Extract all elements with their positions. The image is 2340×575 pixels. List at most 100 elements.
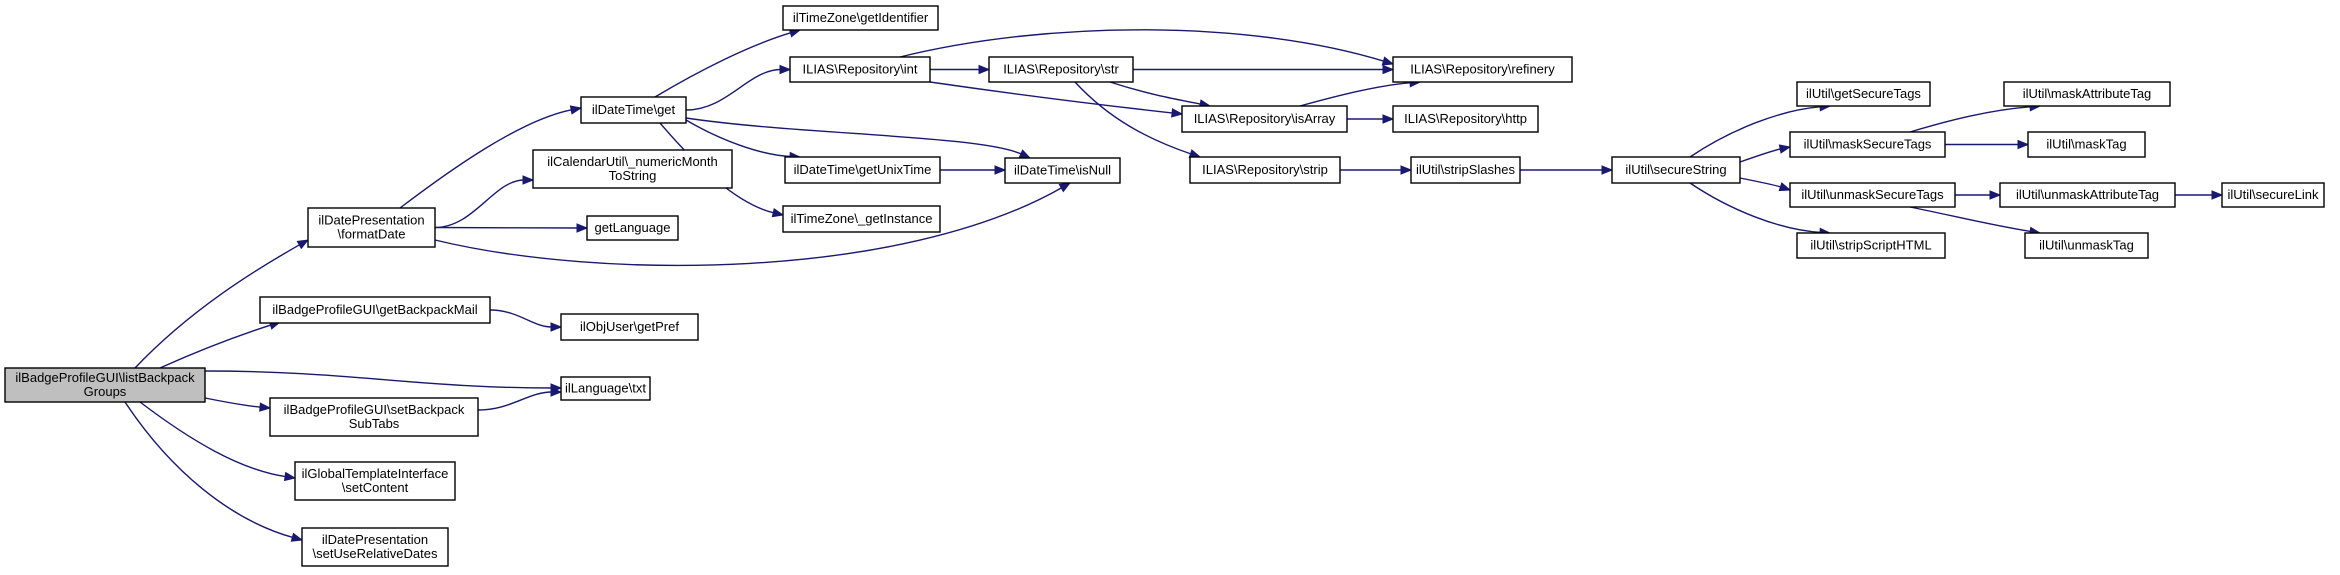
arrowhead-icon — [550, 387, 563, 397]
edge-line — [434, 186, 1063, 267]
arrowhead-icon — [1778, 182, 1792, 192]
edge-line — [1299, 81, 1412, 107]
node-stripSlashes[interactable]: ilUtil\stripSlashes — [1410, 156, 1521, 184]
arrowhead-icon — [259, 402, 272, 412]
arrowhead-icon — [1601, 165, 1614, 175]
node-dtGet[interactable]: ilDateTime\get — [580, 96, 687, 124]
node-label: ILIAS\Repository\refinery — [1410, 62, 1555, 77]
arrowhead-icon — [978, 64, 991, 75]
node-box — [1004, 157, 1121, 184]
node-label: ToString — [609, 168, 657, 183]
node-box — [294, 461, 456, 501]
node-box — [1999, 182, 2176, 208]
arrowhead-icon — [1171, 108, 1184, 118]
node-label: \setUseRelativeDates — [313, 546, 438, 561]
node-setUseRelativeDates[interactable]: ilDatePresentation\setUseRelativeDates — [301, 527, 449, 567]
node-box — [784, 156, 941, 184]
edge-line — [1074, 81, 1192, 155]
node-box — [2003, 81, 2171, 107]
node-box — [1181, 105, 1348, 133]
node-getUnixTime[interactable]: ilDateTime\getUnixTime — [784, 156, 941, 184]
node-box — [2024, 232, 2149, 259]
node-setContent[interactable]: ilGlobalTemplateInterface\setContent — [294, 461, 456, 501]
node-txt[interactable]: ilLanguage\txt — [560, 376, 651, 401]
node-box — [259, 296, 491, 324]
node-maskAttributeTag[interactable]: ilUtil\maskAttributeTag — [2003, 81, 2171, 107]
node-box — [782, 205, 941, 233]
node-label: ilUtil\maskAttributeTag — [2023, 86, 2152, 101]
node-isNull[interactable]: ilDateTime\isNull — [1004, 157, 1121, 184]
node-unmaskTag[interactable]: ilUtil\unmaskTag — [2024, 232, 2149, 259]
node-formatDate[interactable]: ilDatePresentation\formatDate — [307, 207, 436, 248]
edge-dtGet-to-isNull — [685, 117, 1032, 159]
node-box — [301, 527, 449, 567]
edge-line — [124, 401, 294, 539]
node-getPref[interactable]: ilObjUser\getPref — [560, 313, 699, 341]
edge-formatDate-to-getLanguage — [434, 223, 589, 233]
edge-line — [1689, 106, 1822, 158]
node-box — [532, 149, 733, 189]
arrowhead-icon — [1400, 165, 1413, 175]
node-repoStrip[interactable]: ILIAS\Repository\strip — [1189, 156, 1341, 184]
arrowhead-icon — [1989, 190, 2002, 200]
edge-line — [159, 324, 272, 369]
arrowhead-icon — [576, 223, 589, 233]
node-box — [1789, 131, 1946, 158]
node-repoStr[interactable]: ILIAS\Repository\str — [988, 56, 1134, 83]
node-repoIsArray[interactable]: ILIAS\Repository\isArray — [1181, 105, 1348, 133]
node-unmaskSecureTags[interactable]: ilUtil\unmaskSecureTags — [1789, 182, 1956, 208]
node-label: ilBadgeProfileGUI\listBackpack — [15, 370, 195, 385]
node-stripScriptHTML[interactable]: ilUtil\stripScriptHTML — [1796, 232, 1946, 259]
node-box — [789, 56, 931, 83]
arrowhead-icon — [569, 105, 583, 115]
arrowhead-icon — [522, 175, 535, 185]
edge-repoStrip-to-stripSlashes — [1340, 165, 1413, 175]
node-repoRefinery[interactable]: ILIAS\Repository\refinery — [1392, 56, 1573, 83]
node-label: ilUtil\maskSecureTags — [1804, 137, 1932, 152]
node-label: ILIAS\Repository\strip — [1202, 162, 1328, 177]
node-maskSecureTags[interactable]: ilUtil\maskSecureTags — [1789, 131, 1946, 158]
edge-secureString-to-unmaskSecureTags — [1739, 177, 1792, 192]
edge-line — [434, 179, 525, 229]
node-label: ilUtil\stripScriptHTML — [1810, 238, 1931, 253]
node-box — [560, 376, 651, 401]
edge-line — [1909, 106, 2032, 133]
edge-line — [1739, 148, 1782, 163]
edge-line — [139, 401, 287, 478]
node-box — [2221, 182, 2325, 208]
edge-line — [685, 68, 782, 111]
node-box — [1392, 105, 1539, 133]
edge-root-to-txt — [204, 370, 563, 393]
node-maskTag[interactable]: ilUtil\maskTag — [2027, 131, 2146, 158]
node-box — [1410, 156, 1521, 184]
arrowhead-icon — [1382, 64, 1395, 75]
edge-getBackpackMail-to-getPref — [489, 309, 563, 332]
node-box — [1392, 56, 1573, 83]
node-getBackpackMail[interactable]: ilBadgeProfileGUI\getBackpackMail — [259, 296, 491, 324]
arrowhead-icon — [1382, 114, 1395, 124]
node-repoHttp[interactable]: ILIAS\Repository\http — [1392, 105, 1539, 133]
edge-repoIsArray-to-repoHttp — [1346, 114, 1395, 124]
node-label: ilTimeZone\getIdentifier — [793, 10, 929, 25]
node-getLanguage[interactable]: getLanguage — [586, 215, 679, 241]
node-repoInt[interactable]: ILIAS\Repository\int — [789, 56, 931, 83]
edge-line — [685, 117, 1023, 155]
edge-repoStr-to-repoRefinery — [1133, 64, 1395, 75]
node-secureString[interactable]: ilUtil\secureString — [1611, 156, 1741, 184]
node-box — [1796, 232, 1946, 259]
node-unmaskAttributeTag[interactable]: ilUtil\unmaskAttributeTag — [1999, 182, 2176, 208]
arrowhead-icon — [2017, 139, 2030, 150]
node-box — [782, 5, 939, 31]
node-tzGetId[interactable]: ilTimeZone\getIdentifier — [782, 5, 939, 31]
node-secureLink[interactable]: ilUtil\secureLink — [2221, 182, 2325, 208]
edge-repoInt-to-repoStr — [930, 64, 991, 75]
node-label: ilBadgeProfileGUI\setBackpack — [284, 402, 465, 417]
edge-line — [899, 29, 1385, 63]
node-getSecureTags[interactable]: ilUtil\getSecureTags — [1796, 81, 1931, 107]
node-tzInstance[interactable]: ilTimeZone\_getInstance — [782, 205, 941, 233]
node-box — [586, 215, 679, 241]
node-box — [1796, 81, 1931, 107]
